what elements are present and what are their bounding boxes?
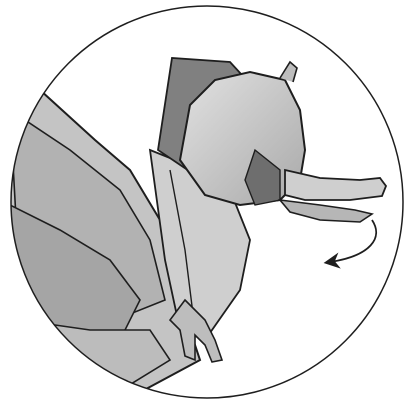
beak-upper [285, 170, 386, 200]
wing-fold-3 [0, 320, 170, 403]
beak-lower [280, 200, 372, 222]
curved-arrow-icon [330, 220, 376, 262]
origami-model [0, 58, 386, 403]
